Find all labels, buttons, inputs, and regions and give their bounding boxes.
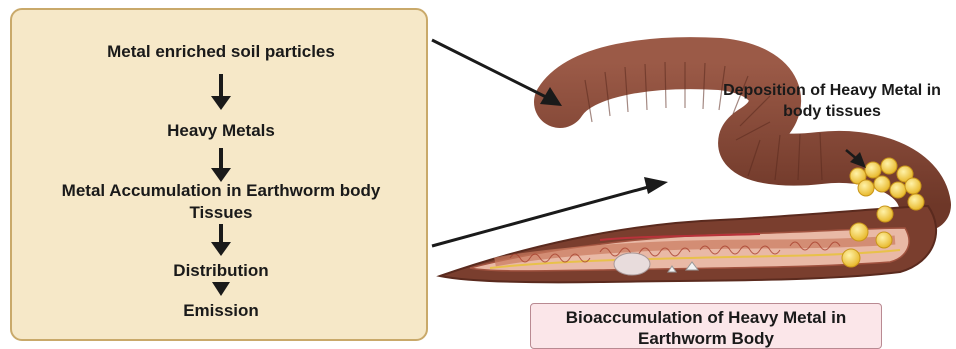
pointer-arrow [432,40,562,106]
caption-box: Bioaccumulation of Heavy Metal in Earthw… [530,303,882,349]
caption-text: Bioaccumulation of Heavy Metal in Earthw… [566,308,847,348]
deposition-label: Deposition of Heavy Metal in body tissue… [716,80,948,122]
soil-particle [614,253,650,275]
